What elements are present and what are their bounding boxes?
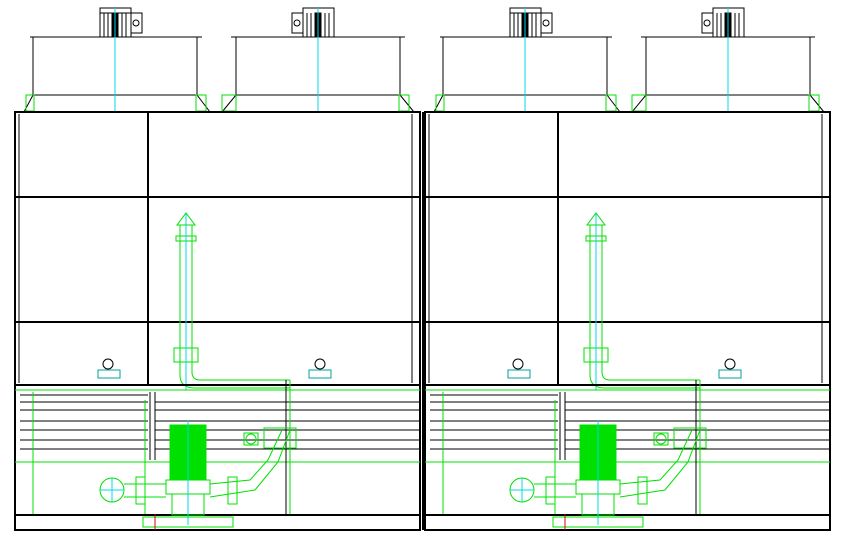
fan-motor-icon	[509, 7, 553, 38]
riser-pipe	[583, 212, 700, 390]
circulation-pump	[509, 420, 707, 530]
basin	[424, 380, 831, 531]
tower-module-right	[424, 7, 831, 531]
lifting-lug-icon	[718, 358, 742, 379]
basin	[14, 380, 421, 531]
fan-hood	[631, 7, 825, 113]
casing	[14, 111, 421, 386]
lifting-lug-icon	[308, 358, 332, 379]
fan-hood	[221, 7, 415, 113]
riser-pipe	[173, 212, 290, 390]
fan-hood	[23, 7, 211, 113]
lifting-lug-icon	[507, 358, 531, 379]
fan-motor-icon	[291, 7, 335, 38]
circulation-pump	[99, 420, 297, 530]
fan-motor-icon	[99, 7, 143, 38]
fan-hood	[433, 7, 621, 113]
tower-module	[14, 7, 421, 531]
lifting-lug-icon	[97, 358, 121, 379]
tower-module	[424, 7, 831, 531]
casing	[424, 111, 831, 386]
fan-motor-icon	[701, 7, 745, 38]
